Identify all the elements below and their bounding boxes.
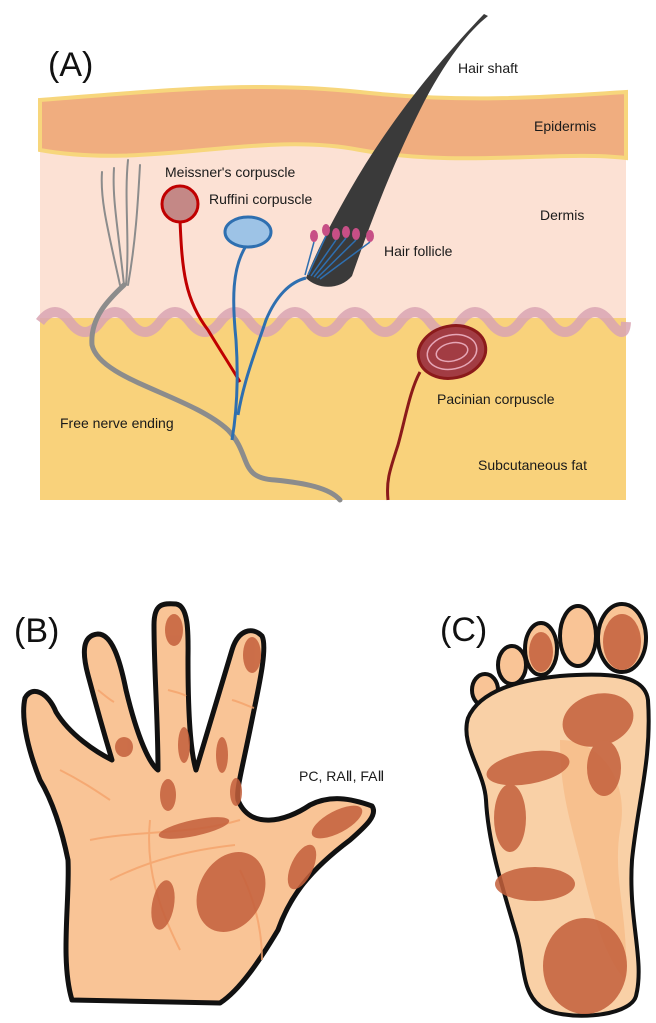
hair-shaft-label: Hair shaft xyxy=(458,60,518,76)
receptor-types-label: PC, RAⅡ, FAⅡ xyxy=(299,768,384,784)
free-nerve-label: Free nerve ending xyxy=(60,415,174,431)
panel-c-foot: (C) xyxy=(440,604,649,1016)
panel-c-label: (C) xyxy=(440,611,487,649)
dermis-label: Dermis xyxy=(540,207,584,223)
meissner-label: Meissner's corpuscle xyxy=(165,164,295,180)
pacinian-label: Pacinian corpuscle xyxy=(437,391,555,407)
panel-a-skin-section: (A) Hair shaft Epidermis Dermis Meissner… xyxy=(40,14,626,500)
panel-b-label: (B) xyxy=(14,612,59,650)
epidermis-label: Epidermis xyxy=(534,118,596,134)
hair-follicle-label: Hair follicle xyxy=(384,243,453,259)
panel-a-label: (A) xyxy=(48,46,93,84)
hand-outline xyxy=(24,604,374,1003)
ruffini-label: Ruffini corpuscle xyxy=(209,191,312,207)
panel-b-hand: (B) PC, RAⅡ, FAⅡ xyxy=(14,604,384,1003)
subcutaneous-label: Subcutaneous fat xyxy=(478,457,587,473)
